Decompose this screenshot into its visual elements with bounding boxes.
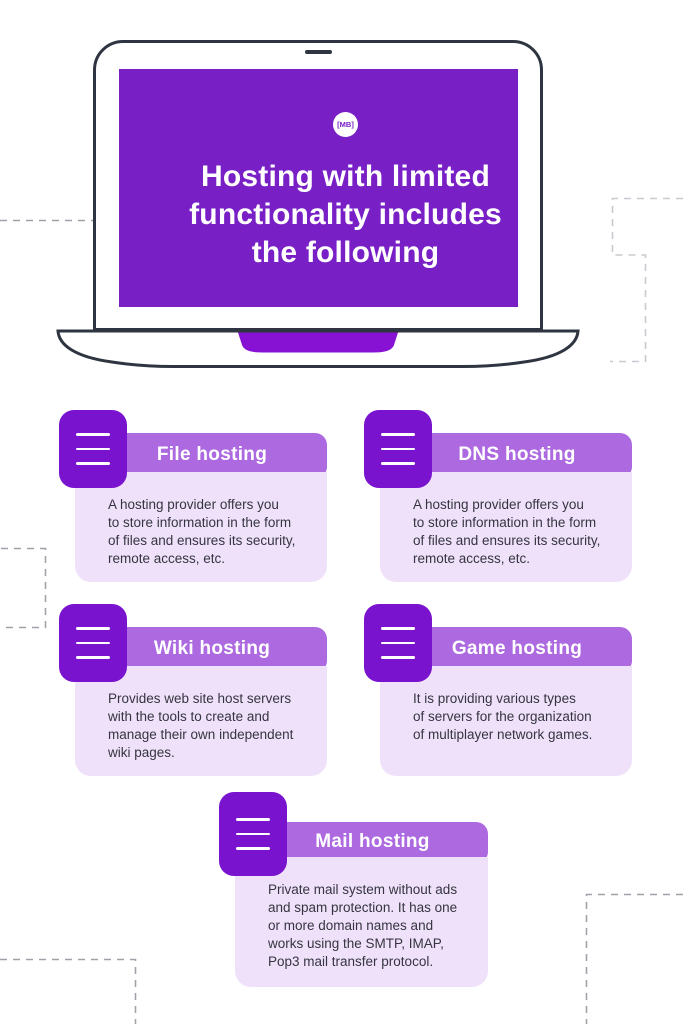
card-file-hosting: File hosting A hosting provider offers y…: [59, 410, 327, 582]
dash-corner-bottom-right: [585, 893, 683, 1024]
card-title: Wiki hosting: [153, 638, 271, 659]
card-title: Game hosting: [451, 638, 583, 659]
card-dns-hosting: DNS hosting A hosting provider offers yo…: [364, 410, 632, 582]
card-body: A hosting provider offers you to store i…: [75, 472, 327, 582]
card-body-text: Private mail system without ads and spam…: [268, 882, 458, 969]
list-icon: [364, 410, 432, 488]
laptop-base: [56, 329, 580, 368]
list-icon: [59, 410, 127, 488]
card-title: File hosting: [156, 444, 268, 465]
card-body-text: Provides web site host servers with the …: [108, 691, 294, 760]
card-mail-hosting: Mail hosting Private mail system without…: [219, 792, 488, 987]
laptop-camera-dash: [305, 50, 332, 54]
card-title: DNS hosting: [458, 444, 576, 465]
laptop-screen: [MB] Hosting with limited functionality …: [119, 69, 518, 307]
dash-corner-bottom-left: [0, 958, 137, 1024]
card-wiki-hosting: Wiki hosting Provides web site host serv…: [59, 604, 327, 776]
list-icon: [364, 604, 432, 682]
card-body-text: A hosting provider offers you to store i…: [108, 497, 296, 566]
card-game-hosting: Game hosting It is providing various typ…: [364, 604, 632, 776]
main-title: Hosting with limited functionality inclu…: [189, 160, 502, 269]
card-body: It is providing various types of servers…: [380, 666, 632, 776]
list-icon: [219, 792, 287, 876]
card-body-text: A hosting provider offers you to store i…: [413, 497, 601, 566]
list-icon: [59, 604, 127, 682]
card-body: A hosting provider offers you to store i…: [380, 472, 632, 582]
card-body: Provides web site host servers with the …: [75, 666, 327, 776]
dash-step-right: [610, 197, 683, 363]
mb-logo-icon: [MB]: [333, 112, 358, 137]
card-body: Private mail system without ads and spam…: [235, 857, 488, 987]
dash-rect-left-mid: [0, 547, 47, 629]
laptop-notch: [238, 332, 398, 353]
mb-logo-text: [MB]: [337, 120, 354, 129]
card-title: Mail hosting: [315, 831, 430, 852]
card-body-text: It is providing various types of servers…: [413, 691, 593, 742]
